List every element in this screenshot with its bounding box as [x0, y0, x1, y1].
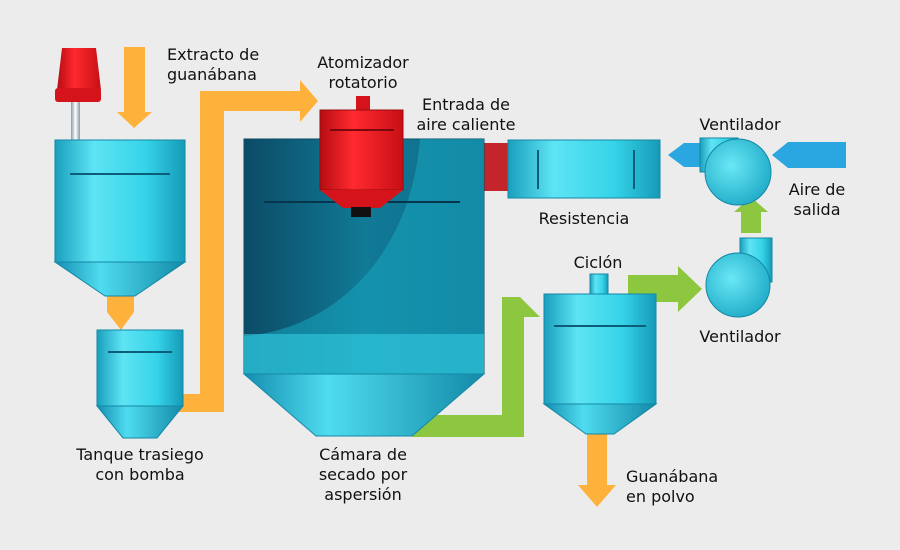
extract-label-line1: Extracto de [167, 45, 259, 64]
powder-label-line1: Guanábana [626, 467, 718, 486]
top-fan [699, 137, 772, 206]
tank-label-line2: con bomba [95, 465, 184, 484]
atomizer-nozzle [351, 207, 371, 217]
chamber-label-line2: secado por [319, 465, 408, 484]
extract-input-arrow [117, 47, 152, 128]
chamber-label-line1: Cámara de [319, 445, 407, 464]
transfer-tank-cone [95, 405, 185, 439]
cyclone-cone [542, 403, 658, 435]
atomizer-cone [320, 190, 403, 208]
cyclone [542, 273, 658, 435]
atomizer-label-line2: rotatorio [329, 73, 398, 92]
chamber-label-line3: aspersión [324, 485, 401, 504]
agitator-rod [71, 102, 80, 144]
rotary-atomizer [319, 96, 404, 217]
exhaust-air-arrow [772, 142, 846, 168]
feed-tank [53, 48, 187, 297]
atomizer-body [319, 109, 404, 191]
transfer-tank [95, 329, 185, 439]
agitator-base [55, 88, 101, 102]
bottom-fan-housing [705, 252, 771, 318]
agitator-cap [57, 48, 101, 90]
bottom-fan [705, 237, 773, 318]
powder-output-arrow [578, 433, 616, 507]
hot-air-label-line1: Entrada de [422, 95, 510, 114]
tank-label-line1: Tanque trasiego [75, 445, 204, 464]
top-fan-label: Ventilador [699, 115, 781, 134]
transfer-tank-body [96, 329, 184, 407]
fan-to-heater-arrow [668, 143, 700, 167]
fan-to-fan-arrow [734, 197, 768, 233]
heater [507, 139, 661, 199]
cyclone-body [543, 293, 657, 405]
exhaust-label-line1: Aire de [789, 180, 846, 199]
extract-label-line2: guanábana [167, 65, 257, 84]
hot-air-label-line2: aire caliente [417, 115, 516, 134]
exhaust-label-line2: salida [794, 200, 841, 219]
chamber-to-cyclone-duct [412, 297, 540, 437]
cyclone-outlet [589, 273, 609, 297]
drying-chamber [242, 138, 486, 437]
atomizer-top-stem [356, 96, 370, 112]
heater-body [507, 139, 661, 199]
orange-flows [107, 47, 616, 507]
chamber-inner-highlight [244, 139, 484, 374]
chamber-cone [242, 373, 486, 437]
atomizer-label-line1: Atomizador [317, 53, 409, 72]
feed-tank-body [54, 139, 186, 263]
cyclone-label: Ciclón [574, 253, 623, 272]
resistance-label: Resistencia [539, 209, 630, 228]
feed-tank-cone [53, 261, 187, 297]
tank-transfer-arrow [107, 296, 134, 330]
bottom-fan-label: Ventilador [699, 327, 781, 346]
top-fan-housing [704, 138, 772, 206]
blue-flows [668, 142, 846, 168]
powder-label-line2: en polvo [626, 487, 695, 506]
labels: Extracto de guanábana Atomizador rotator… [75, 45, 845, 506]
pump-feed-pipe [177, 80, 318, 412]
